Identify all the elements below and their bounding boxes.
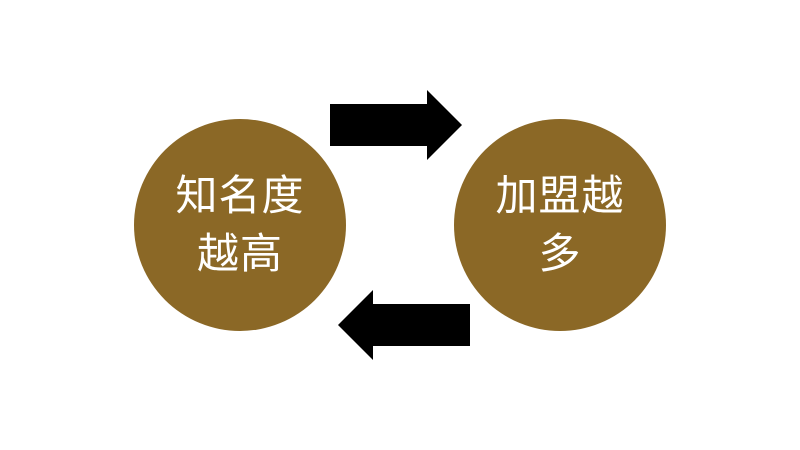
node-awareness-line1: 知名度 — [175, 171, 305, 220]
node-franchise: 加盟越 多 — [454, 119, 666, 331]
node-franchise-line1: 加盟越 — [495, 171, 625, 220]
node-awareness-line2: 越高 — [196, 229, 283, 278]
arrow-right-icon — [330, 90, 462, 160]
arrow-left-icon — [338, 290, 470, 360]
node-franchise-line2: 多 — [538, 229, 582, 278]
node-awareness: 知名度 越高 — [134, 119, 346, 331]
